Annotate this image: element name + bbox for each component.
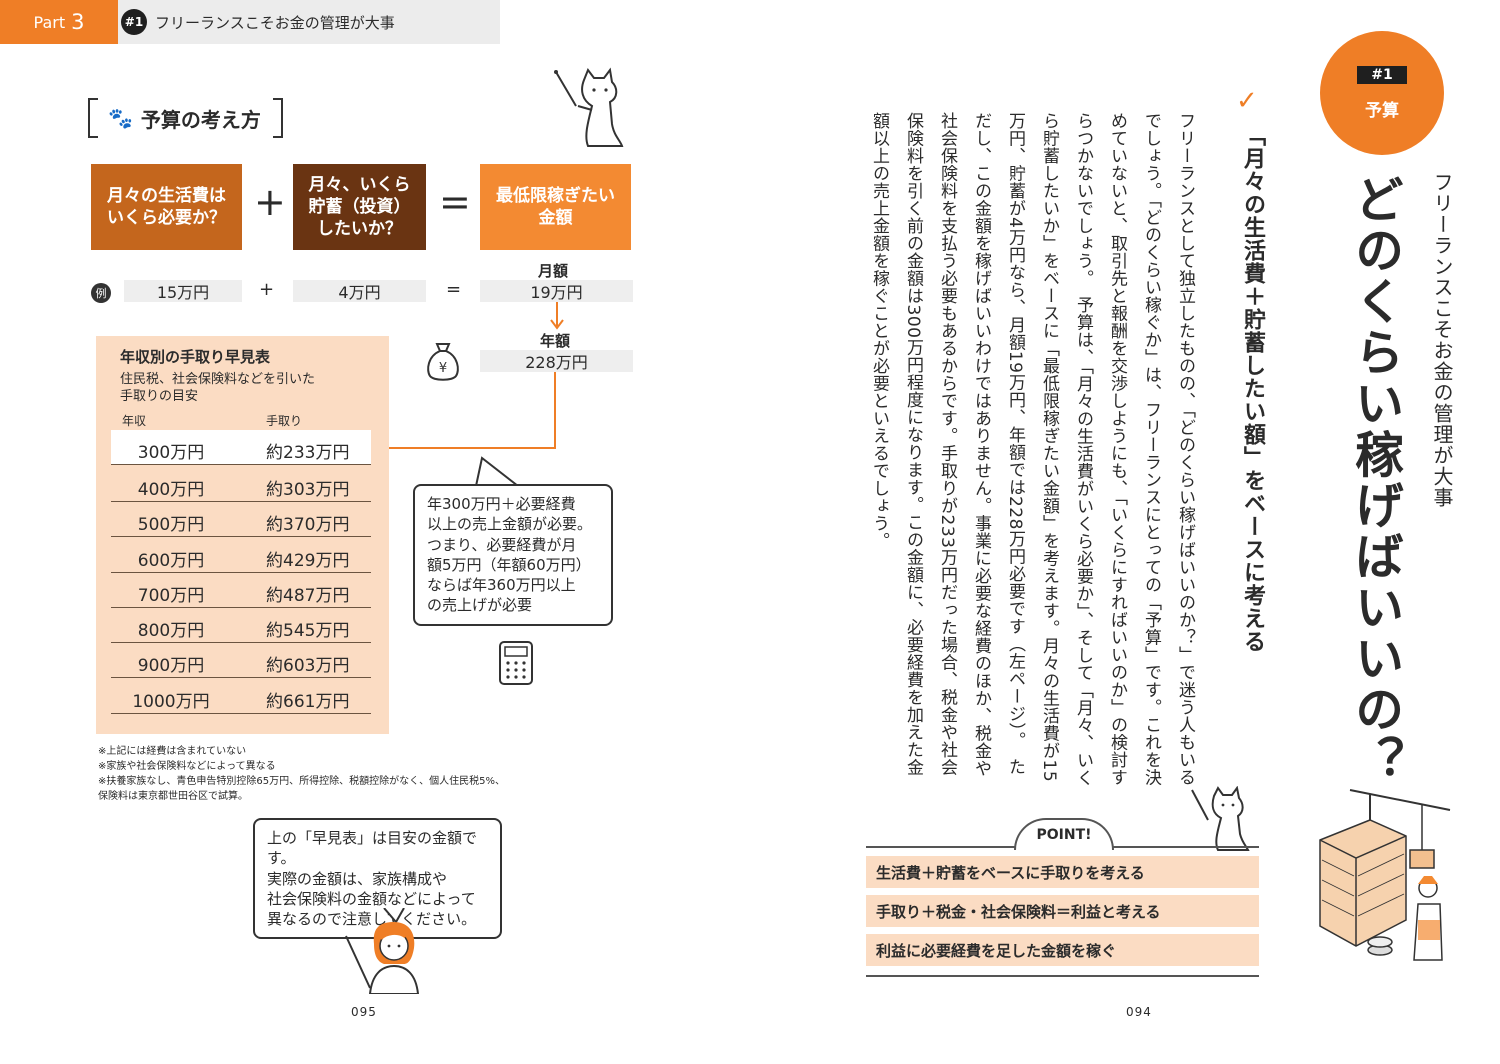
point-bottom-line: [866, 975, 1259, 977]
money-bag-icon: ¥: [427, 343, 459, 381]
annual-value: 228万円: [480, 350, 633, 372]
section-label: 予算: [1365, 100, 1399, 121]
part-tag: Part 3: [0, 0, 118, 44]
section-title: 🐾 予算の考え方: [88, 98, 283, 138]
column-header-income: 年収: [122, 414, 147, 428]
section-badge-circle: #1 予算: [1320, 31, 1444, 155]
chapter-header: #1 フリーランスこそお金の管理が大事: [118, 0, 500, 44]
chapter-badge: #1: [121, 9, 147, 35]
takehome-table: [96, 336, 389, 734]
explanation-bubble: 年300万円＋必要経費 以上の売上金額が必要。 つまり、必要経費が月 額5万円（…: [413, 484, 613, 626]
vertical-main-title: どのくらい稼げばいいの？: [1347, 174, 1404, 786]
equals-sign: =: [439, 180, 471, 224]
example-savings: 4万円: [293, 280, 426, 302]
footnotes: ※上記には経費は含まれていない ※家族や社会保険料などによって異なる ※扶養家族…: [98, 746, 505, 802]
example-equals: =: [446, 279, 462, 300]
table-row: 300万円約233万円: [111, 430, 371, 465]
monthly-label: 月額: [538, 262, 569, 280]
point-label: POINT!: [1014, 818, 1114, 850]
column-header-takehome: 手取り: [266, 414, 303, 428]
section-number: #1: [1357, 65, 1407, 84]
example-living-cost: 15万円: [124, 280, 242, 302]
formula-savings-box: 月々、いくら貯蓄（投資）したいか？: [293, 164, 426, 250]
vertical-body-text: フリーランスとして独立したものの、「どのくらい稼げばいいのか？」で迷う人もいるで…: [869, 112, 1195, 787]
cat-pointer-illustration: [1191, 786, 1250, 851]
bubble-tail: [475, 456, 519, 487]
table-row: 600万円約429万円: [111, 538, 371, 573]
monthly-value: 19万円: [480, 280, 633, 302]
part-number: 3: [71, 10, 85, 34]
point-item: 手取り＋税金・社会保険料＝利益と考える: [866, 895, 1259, 927]
formula-living-cost-box: 月々の生活費はいくら必要か？: [91, 164, 242, 250]
cat-pointer-illustration: [554, 67, 624, 147]
example-mark: 例: [91, 283, 111, 303]
vertical-subtitle: フリーランスこそお金の管理が大事: [1430, 172, 1454, 508]
advisor-bubble: 上の「早見表」は目安の金額です。 実際の金額は、家族構成や 社会保険料の金額など…: [253, 818, 502, 940]
table-row: 700万円約487万円: [111, 573, 371, 608]
point-item: 利益に必要経費を足した金額を稼ぐ: [866, 934, 1259, 966]
paw-icon: 🐾: [108, 106, 133, 130]
table-row: 1000万円約661万円: [111, 679, 371, 714]
coins-crane-illustration: [1319, 789, 1451, 961]
formula-minimum-earnings-box: 最低限稼ぎたい金額: [480, 164, 631, 250]
svg-text:¥: ¥: [439, 361, 447, 376]
vertical-lead: 「月々の生活費＋貯蓄したい額」をベースに考える: [1240, 124, 1265, 653]
page-number-left: 095: [351, 1005, 377, 1019]
connector-arrow: [364, 372, 556, 454]
table-row: 400万円約303万円: [111, 467, 371, 502]
table-row: 900万円約603万円: [111, 643, 371, 678]
page-number-right: 094: [1126, 1005, 1152, 1019]
plus-sign: +: [254, 180, 286, 224]
chapter-title: フリーランスこそお金の管理が大事: [155, 13, 395, 32]
part-label: Part: [33, 12, 66, 32]
table-row: 800万円約545万円: [111, 608, 371, 643]
table-title: 年収別の手取り早見表: [120, 348, 271, 366]
table-subtitle: 住民税、社会保険料などを引いた 手取りの目安: [120, 372, 316, 404]
calculator-icon: [499, 641, 533, 685]
arrow-down-icon: [550, 302, 564, 330]
check-icon: ✓: [1236, 86, 1258, 116]
point-item: 生活費＋貯蓄をベースに手取りを考える: [866, 856, 1259, 888]
example-plus: +: [259, 279, 275, 300]
annual-label: 年額: [540, 332, 571, 350]
table-row: 500万円約370万円: [111, 502, 371, 537]
advisor-woman-illustration: [345, 908, 420, 994]
